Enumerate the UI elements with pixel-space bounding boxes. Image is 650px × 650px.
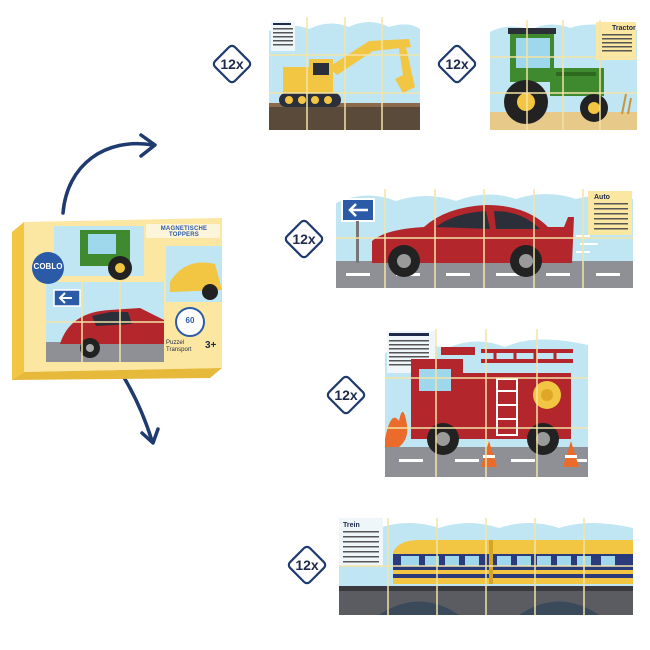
count-badge-train: 12x bbox=[283, 541, 331, 589]
curved-arrow-up-icon bbox=[61, 133, 157, 215]
train-label: Trein bbox=[343, 522, 360, 529]
box-brand-logo: COBLO bbox=[33, 262, 63, 271]
puzzle-panel-excavator bbox=[269, 17, 420, 130]
tractor-label: Tractor bbox=[612, 25, 636, 32]
box-age: 3+ bbox=[205, 340, 217, 351]
puzzle-panel-tractor: Tractor bbox=[490, 20, 637, 130]
box-subtitle-1: Puzzel bbox=[166, 340, 185, 346]
puzzle-panel-car: Auto bbox=[336, 189, 633, 288]
box-piece-count: 60 bbox=[185, 316, 195, 325]
count-badge-car: 12x bbox=[280, 215, 328, 263]
box-subtitle-2: Transport bbox=[166, 347, 192, 353]
count-badge-firetruck: 12x bbox=[322, 371, 370, 419]
count-badge-excavator: 12x bbox=[208, 40, 256, 88]
product-box: COBLO MAGNETISCHE TOPPERS 60 Puzzel Tran… bbox=[10, 212, 230, 382]
puzzle-panel-train: Trein bbox=[339, 518, 633, 615]
box-title: MAGNETISCHE TOPPERS bbox=[160, 226, 208, 238]
count-badge-tractor: 12x bbox=[433, 40, 481, 88]
car-label: Auto bbox=[594, 194, 610, 201]
puzzle-panel-firetruck bbox=[385, 329, 588, 477]
